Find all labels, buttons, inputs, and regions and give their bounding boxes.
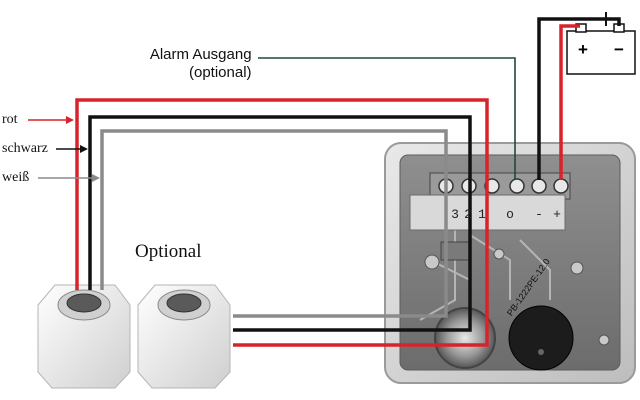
pin-label-3: 3 [451,207,459,222]
wire-black [88,115,472,332]
arrow-right-icon [80,145,88,153]
sensor-cube-1 [37,284,131,389]
wire-label-white: weiß [2,170,30,185]
pin-label-o: o [506,207,514,222]
wire-battery-negative [537,17,621,180]
detector-housing [384,142,636,384]
wire-alarm-output [258,57,516,180]
wire-battery-positive [559,24,580,180]
alarm-label-line1: Alarm Ausgang [149,46,252,63]
wires [75,12,621,347]
wire-grey [100,129,448,318]
arrow-right-icon [92,174,100,182]
wire-label-black: schwarz [2,141,48,156]
pin-label-2: 2 [464,207,472,222]
battery: + − [566,23,636,75]
pin-label-plus: + [553,207,561,222]
label-arrows [28,116,100,182]
buzzer [508,305,574,371]
gas-sensor [434,307,496,369]
battery-plus-sign: + [578,40,588,59]
wire-label-red: rot [2,112,18,127]
optional-label: Optional [135,241,202,262]
pin-label-minus: - [535,207,543,222]
wire-red [75,98,489,347]
arrow-right-icon [66,116,74,124]
battery-minus-sign: − [614,40,624,59]
alarm-output-label: Alarm Ausgang (optional) [145,47,252,80]
alarm-label-line2: (optional) [189,64,252,81]
pin-label-1: 1 [478,207,486,222]
sensor-cube-2 [137,284,231,389]
screw-icon [424,254,440,270]
